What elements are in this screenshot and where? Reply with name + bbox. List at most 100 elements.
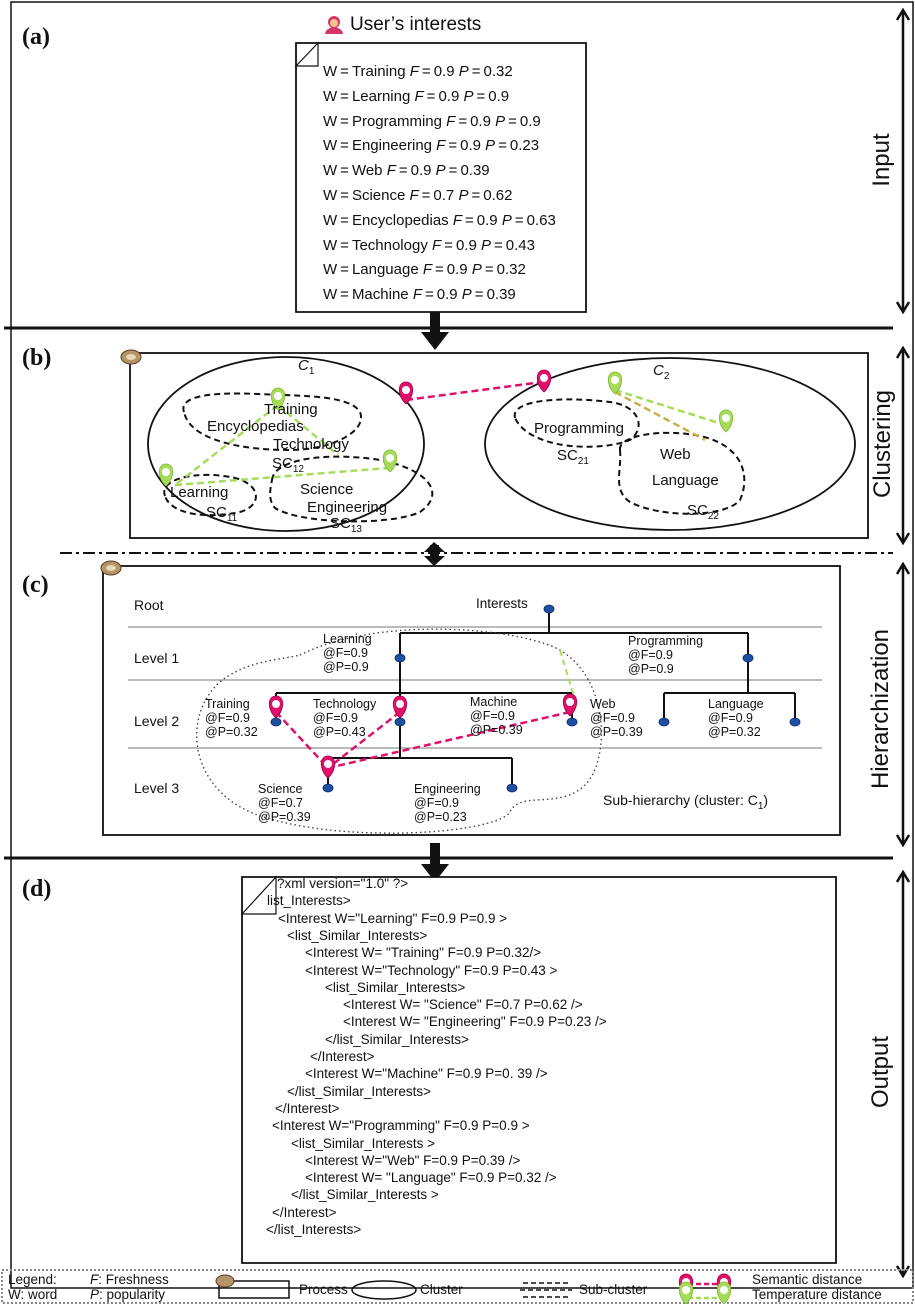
subhierarchy-label: Sub-hierarchy (cluster: C1)	[603, 792, 769, 812]
input-title: User’s interests	[350, 14, 482, 35]
input-word-line: W = Programming F = 0.9 P = 0.9	[323, 112, 541, 130]
cluster-c2-label: C2	[653, 362, 670, 382]
input-word-line: W = Training F = 0.9 P = 0.32	[323, 63, 513, 80]
subcluster-sc21-label: SC21	[557, 447, 589, 467]
xml-line: <Interest W= "Science" F=0.7 P=0.62 />	[343, 997, 583, 1013]
node-engineering: Engineering@F=0.9@P=0.23	[414, 782, 481, 824]
word-programming: Programming	[534, 420, 625, 437]
legend-freshness: F: Freshness	[90, 1272, 169, 1287]
subcluster-sc22-label: SC22	[687, 502, 719, 522]
xml-line: <Interest W= "Engineering" F=0.9 P=0.23 …	[343, 1014, 607, 1030]
outer-frame	[10, 1, 914, 1289]
legend-w-word: W: word	[8, 1287, 58, 1302]
xml-line: list_Interests>	[267, 893, 351, 909]
input-word-line: W = Machine F = 0.9 P = 0.39	[323, 286, 516, 304]
word-training: Training	[264, 401, 318, 418]
xml-line: </Interest>	[272, 1204, 337, 1220]
side-arrows	[895, 7, 911, 1279]
input-word-line: W = Technology F = 0.9 P = 0.43	[323, 236, 535, 254]
xml-line: <Interest W="Web" F=0.9 P=0.39 />	[305, 1152, 521, 1168]
cluster-c1-label: C1	[298, 357, 315, 377]
node-machine: Machine@F=0.9@P=0.39	[470, 695, 523, 737]
clustering-process-box	[129, 352, 869, 539]
xml-line: </Interest>	[310, 1049, 375, 1064]
node-training: Training@F=0.9@P=0.32	[205, 697, 258, 739]
output-document	[241, 876, 837, 1264]
xml-line: <Interest W="Technology" F=0.9 P=0.43 >	[305, 962, 558, 978]
distance-lines-b	[174, 380, 726, 487]
side-label-clustering: Clustering	[869, 389, 896, 499]
subclusters	[163, 392, 746, 523]
node-root-label: Interests	[476, 596, 528, 611]
node-learning: Learning@F=0.9@P=0.9	[323, 632, 372, 674]
legend-cluster-symbol	[351, 1280, 417, 1300]
level-3: Level 3	[134, 780, 180, 796]
legend-process-symbol	[215, 1274, 290, 1299]
legend-label: Legend:	[8, 1272, 57, 1287]
node-web: Web@F=0.9@P=0.39	[590, 697, 643, 739]
word-web: Web	[660, 446, 691, 463]
panel-label-b: (b)	[22, 345, 52, 371]
word-science: Science	[300, 481, 354, 498]
panel-label-a: (a)	[22, 24, 50, 50]
distance-lines-c	[275, 710, 571, 770]
legend-subcluster: Sub-cluster	[579, 1282, 648, 1297]
xml-line: <Interest W="Programming" F=0.9 P=0.9 >	[272, 1118, 530, 1134]
node-science: Science@F=0.7@P=0.39	[258, 782, 311, 824]
legend-temperature: Temperature distance	[752, 1287, 882, 1302]
xml-line: <Interest W= "Language" F=0.9 P=0.32 />	[305, 1170, 557, 1186]
panel-label-d: (d)	[22, 876, 52, 902]
word-technology: Technology	[273, 436, 349, 453]
xml-line: </list_Similar_Interests >	[291, 1187, 439, 1203]
level-2: Level 2	[134, 713, 180, 729]
cluster-c1	[147, 356, 425, 532]
input-word-line: W = Web F = 0.9 P = 0.39	[323, 162, 490, 180]
process-icon-b	[120, 349, 142, 365]
side-label-output: Output	[867, 1035, 894, 1109]
xml-line: <list_Similar_Interests>	[287, 927, 428, 943]
xml-line: </list_Similar_Interests>	[287, 1083, 432, 1099]
legend-semantic: Semantic distance	[752, 1272, 863, 1287]
input-word-line: W = Learning F = 0.9 P = 0.9	[323, 87, 510, 105]
subcluster-sc13-label: SC13	[330, 515, 362, 535]
subcluster-sc11-label: SC11	[206, 504, 238, 524]
xml-line: </list_Interests>	[266, 1222, 362, 1237]
node-programming: Programming@F=0.9@P=0.9	[628, 634, 704, 676]
legend-process: Process	[299, 1282, 348, 1297]
tree-edges	[275, 612, 796, 786]
flow-arrows	[421, 312, 449, 882]
legend-distance-symbols	[678, 1273, 732, 1304]
side-label-input: Input	[868, 133, 895, 187]
input-word-line: W = Encyclopedias F = 0.9 P = 0.63	[323, 211, 556, 229]
level-1: Level 1	[134, 650, 180, 666]
xml-line: <list_Similar_Interests>	[325, 979, 466, 995]
xml-line: <list_Similar_Interests >	[291, 1135, 436, 1151]
node-technology: Technology@F=0.9@P=0.43	[313, 697, 377, 739]
word-encyclopedias: Encyclopedias	[207, 418, 304, 435]
cluster-c2	[484, 357, 856, 531]
legend-popularity: P: popularity	[90, 1287, 166, 1302]
user-icon	[325, 16, 343, 34]
node-language: Language@F=0.9@P=0.32	[708, 697, 764, 739]
xml-line: <Interest W="Learning" F=0.9 P=0.9 >	[278, 910, 508, 926]
side-label-hierarchization: Hierarchization	[867, 628, 894, 790]
xml-line: <Interest W="Machine" F=0.9 P=0. 39 />	[305, 1066, 548, 1082]
process-icon-c	[100, 560, 122, 576]
level-lines	[128, 626, 822, 749]
word-learning: Learning	[170, 484, 229, 501]
subcluster-sc12-label: SC12	[272, 455, 304, 475]
hierarchy-process-box	[102, 565, 841, 836]
legend-cluster: Cluster	[420, 1282, 463, 1297]
word-language: Language	[652, 472, 719, 489]
input-document	[295, 42, 587, 313]
input-word-line: W = Engineering F = 0.9 P = 0.23	[323, 137, 540, 155]
input-word-line: W = Language F = 0.9 P = 0.32	[323, 261, 526, 279]
xml-line: </list_Similar_Interests>	[325, 1031, 470, 1047]
level-root: Root	[134, 597, 164, 613]
panel-label-c: (c)	[22, 572, 49, 598]
legend-subcluster-symbol	[520, 1282, 572, 1298]
xml-line: </Interest>	[275, 1100, 340, 1116]
input-word-line: W = Science F = 0.7 P = 0.62	[323, 187, 513, 204]
xml-line: <Interest W= "Training" F=0.9 P=0.32/>	[305, 945, 542, 961]
